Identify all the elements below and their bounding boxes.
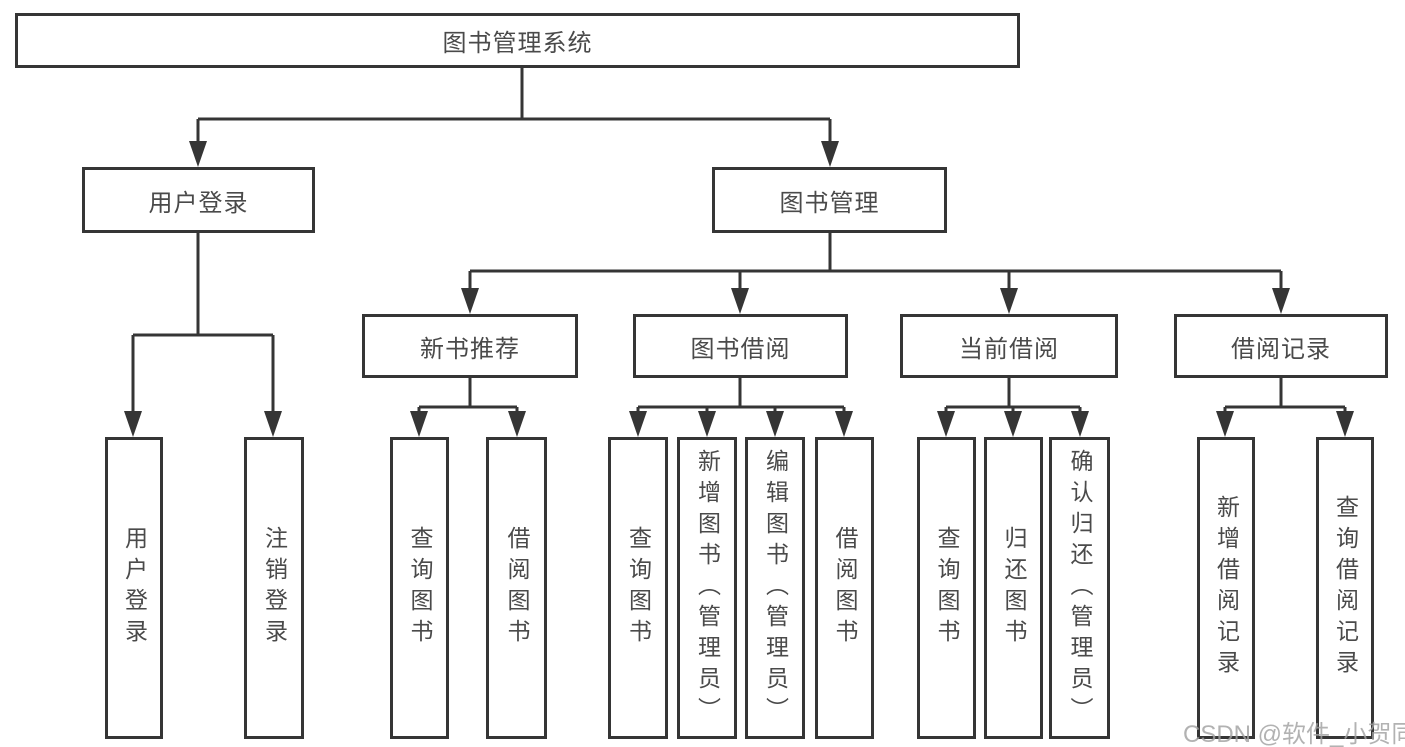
node-label: 注销登录 bbox=[261, 526, 288, 650]
node-label: 借阅图书 bbox=[832, 526, 858, 650]
node-borrow-books-borrowing: 借阅图书 bbox=[815, 437, 874, 739]
node-library-management-system: 图书管理系统 bbox=[15, 13, 1020, 68]
node-borrowing-records: 借阅记录 bbox=[1174, 314, 1388, 378]
csdn-watermark: CSDN @软件_小贺同学 bbox=[1183, 721, 1405, 747]
node-label: 查询借阅记录 bbox=[1332, 495, 1359, 681]
node-edit-books-admin: 编辑图书（管理员） bbox=[745, 437, 805, 739]
node-label: 查询图书 bbox=[407, 526, 433, 650]
node-current-borrowing: 当前借阅 bbox=[900, 314, 1118, 378]
node-label: 查询图书 bbox=[625, 526, 652, 650]
node-add-books-admin: 新增图书（管理员） bbox=[677, 437, 737, 739]
node-label: 查询图书 bbox=[934, 526, 960, 650]
node-label: 用户登录 bbox=[121, 526, 148, 650]
node-label: 新书推荐 bbox=[420, 335, 520, 363]
node-label: 图书管理 bbox=[779, 189, 880, 217]
node-query-books-borrowing: 查询图书 bbox=[608, 437, 668, 739]
node-add-borrow-record: 新增借阅记录 bbox=[1197, 437, 1255, 739]
node-return-books: 归还图书 bbox=[984, 437, 1043, 739]
node-user-login: 用户登录 bbox=[82, 167, 315, 233]
node-query-borrow-record: 查询借阅记录 bbox=[1316, 437, 1374, 739]
node-label: 确认归还（管理员） bbox=[1067, 448, 1093, 728]
node-label: 图书管理系统 bbox=[442, 30, 593, 57]
node-query-books-recommend: 查询图书 bbox=[390, 437, 449, 739]
node-label: 新增图书（管理员） bbox=[694, 448, 721, 728]
node-label: 当前借阅 bbox=[959, 335, 1059, 363]
node-confirm-return-admin: 确认归还（管理员） bbox=[1049, 437, 1110, 739]
node-logout-leaf: 注销登录 bbox=[244, 437, 304, 739]
node-borrow-books-recommend: 借阅图书 bbox=[486, 437, 547, 739]
node-label: 新增借阅记录 bbox=[1213, 495, 1240, 681]
node-label: 归还图书 bbox=[1001, 526, 1027, 650]
node-user-login-leaf: 用户登录 bbox=[105, 437, 163, 739]
node-label: 借阅记录 bbox=[1231, 335, 1331, 363]
node-new-book-recommend: 新书推荐 bbox=[362, 314, 578, 378]
node-query-books-current: 查询图书 bbox=[917, 437, 976, 739]
node-label: 借阅图书 bbox=[504, 526, 530, 650]
node-book-borrowing: 图书借阅 bbox=[633, 314, 848, 378]
node-label: 编辑图书（管理员） bbox=[762, 448, 789, 728]
node-label: 图书借阅 bbox=[690, 335, 791, 363]
node-label: 用户登录 bbox=[148, 189, 249, 217]
node-book-management: 图书管理 bbox=[712, 167, 947, 233]
